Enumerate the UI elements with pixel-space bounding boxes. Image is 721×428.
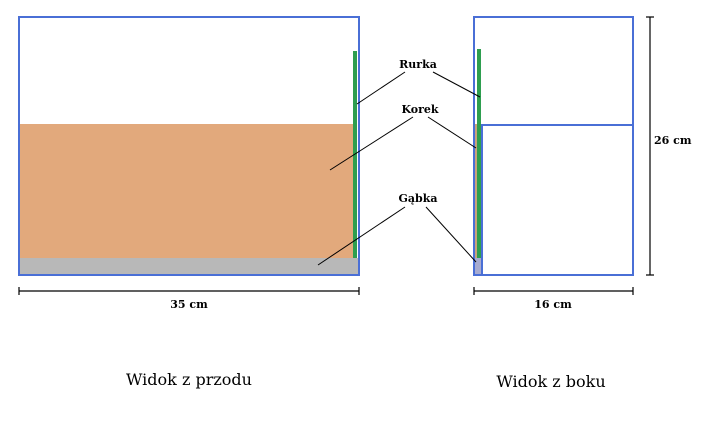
- front-cork: [19, 124, 355, 258]
- front-view: [18, 16, 360, 276]
- leader-lines: [317, 71, 481, 266]
- front-width-label: 35 cm: [170, 298, 208, 311]
- side-tube: [477, 49, 481, 258]
- height-label: 26 cm: [654, 134, 692, 147]
- caption-side: Widok z boku: [496, 372, 605, 391]
- side-frame: [473, 16, 634, 276]
- label-sponge: Gąbka: [399, 192, 438, 205]
- side-inner-panel: [481, 124, 634, 276]
- caption-front: Widok z przodu: [126, 370, 252, 389]
- front-frame: [18, 16, 360, 276]
- dimension-lines: [18, 16, 654, 295]
- label-cork: Korek: [401, 103, 438, 116]
- side-cork: [474, 124, 478, 258]
- side-sponge: [474, 258, 482, 275]
- front-sponge: [19, 258, 359, 275]
- side-view: [473, 16, 634, 276]
- side-width-label: 16 cm: [534, 298, 572, 311]
- label-tube: Rurka: [399, 58, 437, 71]
